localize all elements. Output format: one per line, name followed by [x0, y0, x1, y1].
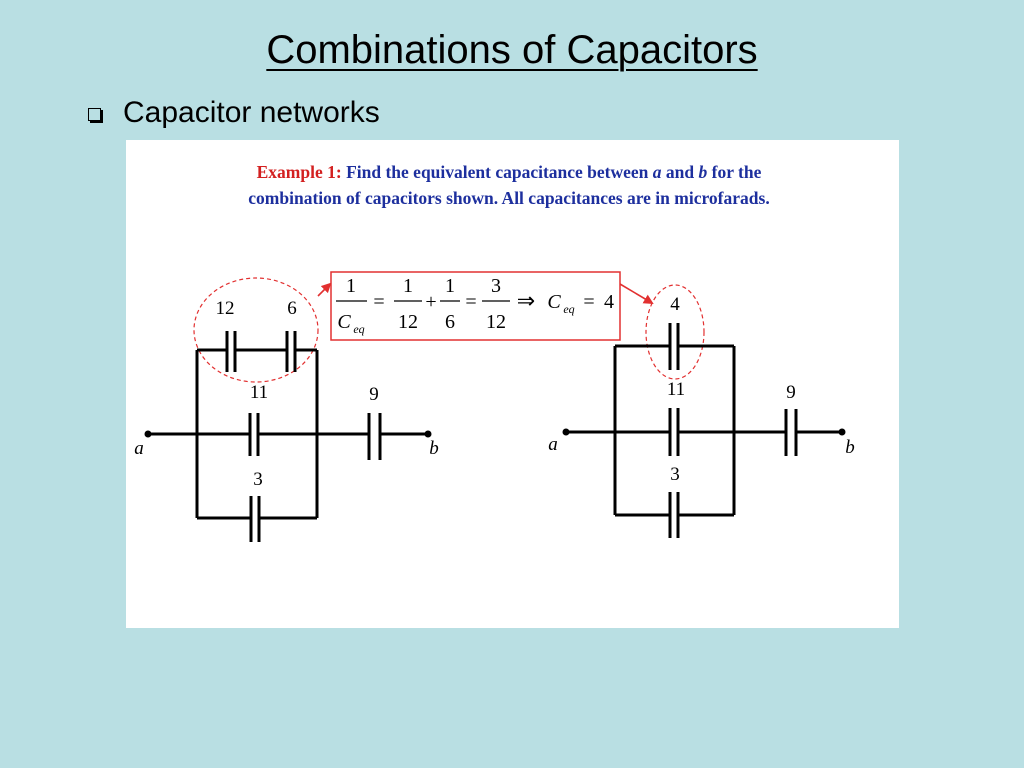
label-c3: 3	[253, 469, 263, 490]
label-c3: 3	[670, 464, 680, 485]
svg-text:4: 4	[604, 291, 614, 313]
circuit-figure: Example 1: Find the equivalent capacitan…	[134, 162, 855, 542]
label-c9: 9	[786, 382, 796, 403]
label-c11: 11	[250, 382, 268, 403]
circuit-reduced	[566, 323, 842, 538]
label-node-b: b	[845, 437, 855, 458]
node-a-right	[562, 428, 570, 436]
svg-text:12: 12	[398, 311, 418, 333]
svg-text:⇒: ⇒	[517, 288, 535, 313]
circuit-original-labels: 12 6 11 9 3 a b	[134, 298, 439, 490]
svg-text:1: 1	[346, 275, 356, 297]
highlight-ellipse-equivalent	[645, 284, 705, 380]
label-node-a: a	[134, 438, 144, 459]
label-c12: 12	[216, 298, 235, 319]
svg-text:3: 3	[491, 275, 501, 297]
svg-text:+: +	[425, 291, 436, 313]
slide-title: Combinations of Capacitors	[266, 28, 758, 72]
label-c6: 6	[287, 298, 297, 319]
svg-text:=: =	[583, 291, 594, 313]
figure-panel: Example 1: Find the equivalent capacitan…	[126, 140, 899, 628]
node-b-left	[424, 430, 432, 438]
problem-line-1: Example 1: Find the equivalent capacitan…	[257, 162, 762, 182]
problem-line-2: combination of capacitors shown. All cap…	[248, 188, 769, 208]
node-a-left	[144, 430, 152, 438]
label-c9: 9	[369, 384, 379, 405]
svg-text:=: =	[465, 291, 476, 313]
svg-text:6: 6	[445, 311, 455, 333]
svg-text:1: 1	[403, 275, 413, 297]
circuit-original	[148, 331, 428, 542]
label-c4: 4	[670, 294, 680, 315]
bullet-item: Capacitor networks	[88, 96, 380, 130]
svg-text:C: C	[337, 311, 351, 333]
example-label: Example 1	[257, 162, 336, 182]
label-c11: 11	[667, 379, 685, 400]
svg-text:eq: eq	[353, 322, 364, 336]
arrow-to-equation	[317, 282, 332, 297]
label-node-a: a	[548, 434, 558, 455]
equation-box: 1 C eq = 1 12 + 1 6 = 3 12 ⇒ C eq = 4	[330, 271, 621, 341]
highlight-ellipse-series	[193, 277, 319, 383]
arrow-to-equivalent	[619, 283, 654, 305]
label-node-b: b	[429, 438, 439, 459]
svg-text:1: 1	[445, 275, 455, 297]
svg-text:=: =	[373, 291, 384, 313]
svg-text:C: C	[547, 291, 561, 313]
bullet-text: Capacitor networks	[123, 96, 380, 129]
svg-text:eq: eq	[563, 302, 574, 316]
svg-text:12: 12	[486, 311, 506, 333]
square-bullet-icon	[88, 107, 101, 121]
node-b-right	[838, 428, 846, 436]
circuit-reduced-labels: 4 11 9 3 a b	[548, 294, 855, 485]
